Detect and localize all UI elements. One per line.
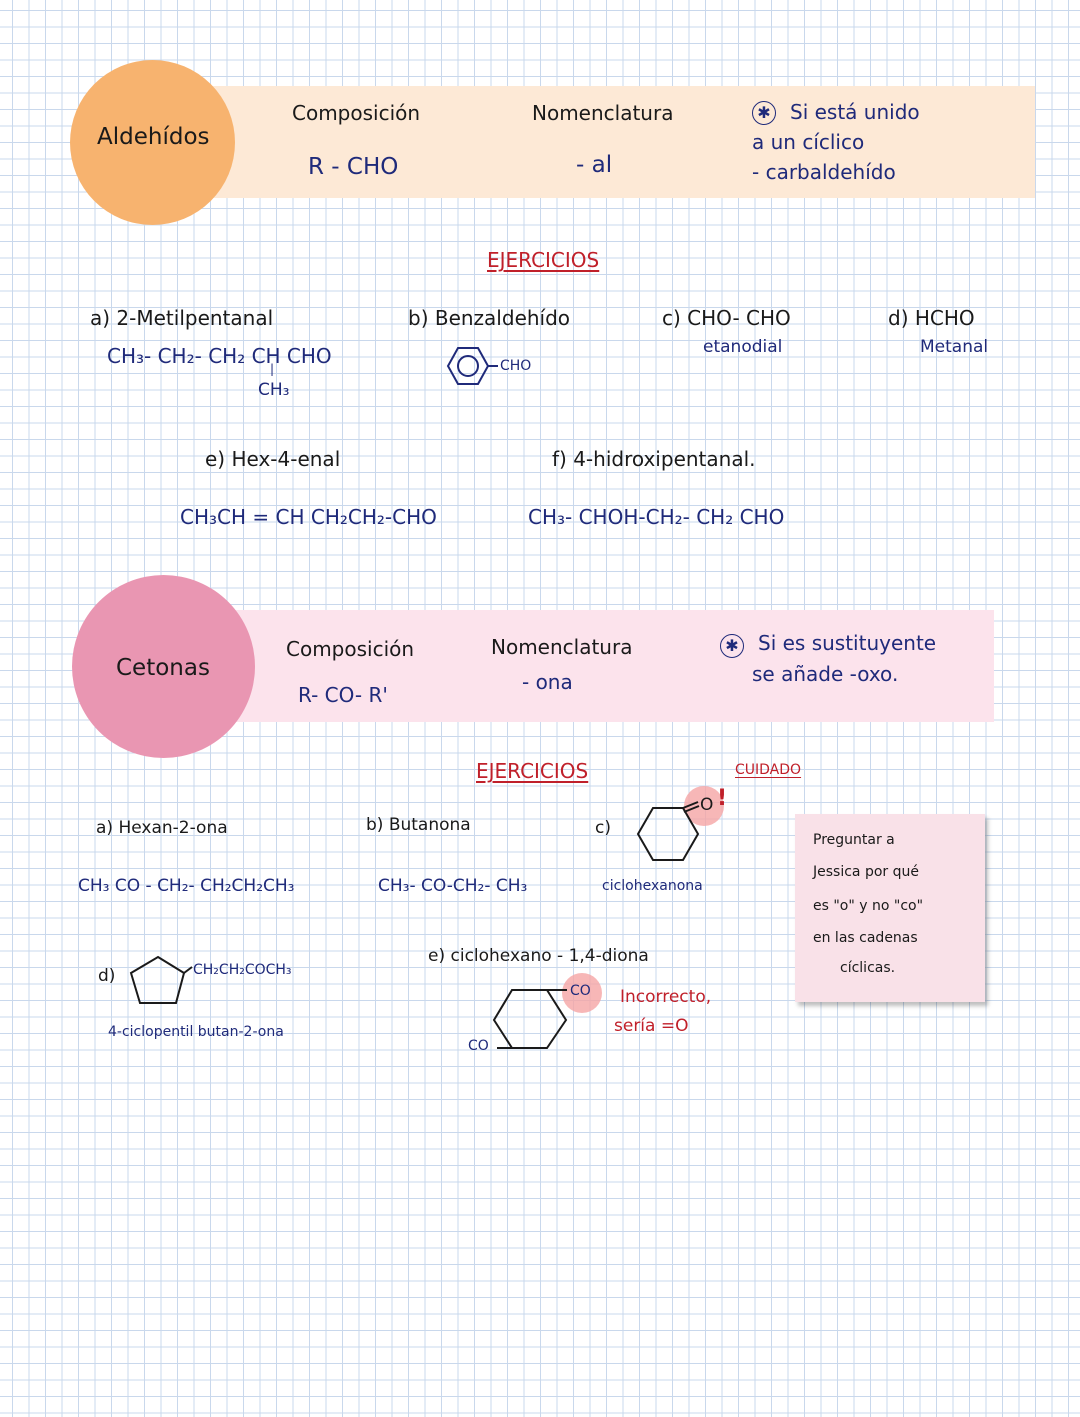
cet-ex-d-label: d) <box>98 966 116 986</box>
ald-ex-a-name: a) 2-Metilpentanal <box>90 306 274 330</box>
cet-ex-b-formula: CH₃- CO-CH₂- CH₃ <box>378 876 528 896</box>
benzene-ring-icon <box>446 347 498 385</box>
cetonas-nomenclatura-value: - ona <box>522 670 573 694</box>
sticky-note: Preguntar a Jessica por qué es "o" y no … <box>795 814 985 1002</box>
aldehidos-circle <box>70 60 235 225</box>
ald-ex-d-name: d) HCHO <box>888 306 975 330</box>
ald-ex-a-branch: CH₃ <box>258 380 290 400</box>
ald-ex-a-formula: CH₃- CH₂- CH₂ CH CHO <box>107 344 332 368</box>
cetonas-note-line2: se añade -oxo. <box>752 662 899 686</box>
aldehidos-note-line1: Si está unido <box>790 100 920 124</box>
ald-ex-b-sub: CHO <box>500 358 532 374</box>
highlight-circle <box>562 973 602 1013</box>
ald-ex-a-bond: | <box>270 362 275 376</box>
cet-ex-d-name: 4-ciclopentil butan-2-ona <box>108 1024 284 1040</box>
cetonas-ejercicios-heading: EJERCICIOS <box>476 759 589 783</box>
ald-ex-f-formula: CH₃- CHOH-CH₂- CH₂ CHO <box>528 505 785 529</box>
cet-ex-c-oxygen: O <box>700 795 714 815</box>
incorrect-note-line1: Incorrecto, <box>620 987 712 1007</box>
asterisk-icon: ✱ <box>720 634 744 658</box>
cet-ex-b-name: b) Butanona <box>366 815 471 835</box>
asterisk-icon: ✱ <box>752 101 776 125</box>
cuidado-label: CUIDADO <box>735 762 802 778</box>
sticky-note-line: es "o" y no "co" <box>813 898 924 914</box>
aldehidos-composicion-value: R - CHO <box>308 154 399 180</box>
cet-ex-e-name: e) ciclohexano - 1,4-diona <box>428 946 649 966</box>
cet-ex-a-name: a) Hexan-2-ona <box>96 818 228 838</box>
cet-ex-e-co-bottom: CO <box>468 1038 489 1054</box>
aldehidos-nomenclatura-label: Nomenclatura <box>532 101 674 125</box>
sticky-note-line: Jessica por qué <box>813 864 919 880</box>
cetonas-composicion-value: R- CO- R' <box>298 683 388 707</box>
aldehidos-note-line3: - carbaldehído <box>752 160 896 184</box>
ald-ex-c-sub: etanodial <box>703 337 783 357</box>
sticky-note-line: en las cadenas <box>813 930 918 946</box>
ald-ex-e-formula: CH₃CH = CH CH₂CH₂-CHO <box>180 505 437 529</box>
cetonas-composicion-label: Composición <box>286 637 415 661</box>
cet-ex-c-label: c) <box>595 818 611 838</box>
aldehidos-nomenclatura-value: - al <box>576 152 613 178</box>
warning-exclamation-icon: ! <box>717 786 728 811</box>
cyclohexanedione-ring-icon <box>492 989 568 1049</box>
sticky-note-line: cíclicas. <box>840 960 896 976</box>
aldehidos-note-line2: a un cíclico <box>752 130 865 154</box>
ald-ex-d-sub: Metanal <box>920 337 989 357</box>
aldehidos-composicion-label: Composición <box>292 101 421 125</box>
cet-ex-e-co-top: CO <box>570 983 591 999</box>
cetonas-title: Cetonas <box>116 655 210 681</box>
cetonas-note-line1: Si es sustituyente <box>758 631 937 655</box>
aldehidos-title: Aldehídos <box>97 124 210 150</box>
incorrect-note-line2: sería =O <box>614 1016 689 1036</box>
ald-ex-e-name: e) Hex-4-enal <box>205 447 341 471</box>
cet-ex-d-chain: CH₂CH₂COCH₃ <box>193 962 292 978</box>
aldehidos-ejercicios-heading: EJERCICIOS <box>487 248 600 272</box>
cetonas-nomenclatura-label: Nomenclatura <box>491 635 633 659</box>
ald-ex-f-name: f) 4-hidroxipentanal. <box>552 447 756 471</box>
ald-ex-c-name: c) CHO- CHO <box>662 306 791 330</box>
sticky-note-line: Preguntar a <box>813 832 895 848</box>
cetonas-header-band <box>232 610 994 722</box>
cet-ex-c-name: ciclohexanona <box>602 878 703 894</box>
cetonas-circle <box>72 575 255 758</box>
aldehidos-header-band <box>190 86 1035 198</box>
ald-ex-b-name: b) Benzaldehído <box>408 306 571 330</box>
cyclohexanone-ring-icon <box>636 801 700 861</box>
cet-ex-a-formula: CH₃ CO - CH₂- CH₂CH₂CH₃ <box>78 876 295 896</box>
cyclopentane-ring-icon <box>129 955 193 1004</box>
